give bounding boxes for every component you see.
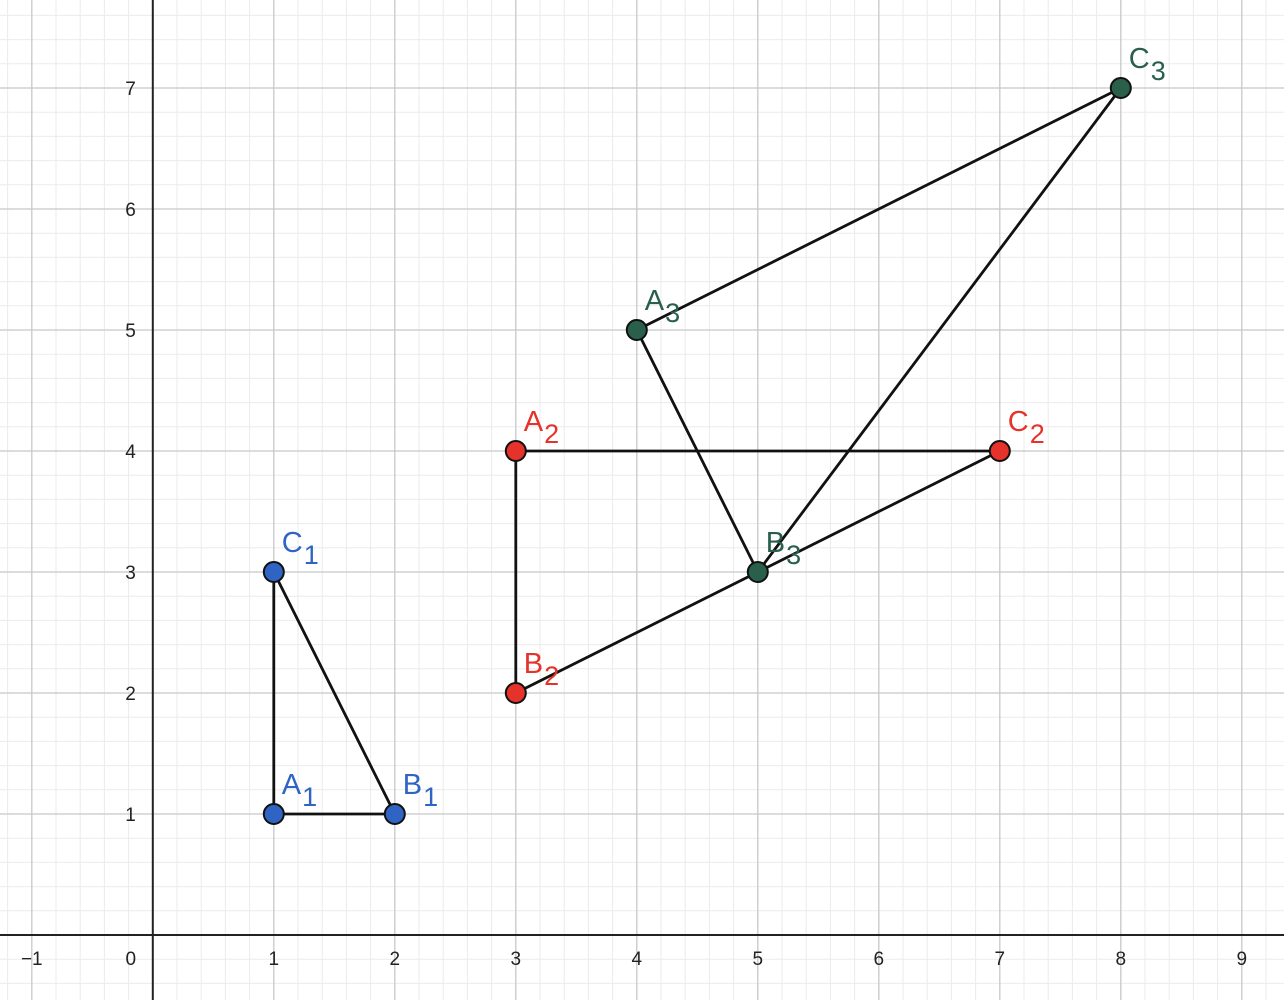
point-a1[interactable] xyxy=(262,803,285,825)
point-c3[interactable] xyxy=(1109,77,1132,99)
point-b1[interactable] xyxy=(383,803,406,825)
point-label-a2: A2 xyxy=(524,406,559,449)
segment-c3-a3[interactable] xyxy=(635,86,1123,332)
point-c2[interactable] xyxy=(988,440,1011,462)
point-label-c2: C2 xyxy=(1008,406,1045,449)
point-label-b1: B1 xyxy=(403,769,438,812)
x-tick-label: −1 xyxy=(21,949,43,970)
y-tick-label: 4 xyxy=(125,442,136,463)
x-tick-label: 8 xyxy=(1116,949,1127,970)
point-label-c1: C1 xyxy=(282,527,319,570)
x-tick-label: 7 xyxy=(995,949,1006,970)
y-tick-label: 5 xyxy=(125,321,136,342)
x-tick-label: 0 xyxy=(126,949,137,970)
triangle-points[interactable] xyxy=(262,77,1132,825)
y-tick-label: 3 xyxy=(125,563,136,584)
point-a3[interactable] xyxy=(625,319,648,341)
x-tick-label: 3 xyxy=(511,949,522,970)
x-tick-label: 2 xyxy=(390,949,401,970)
y-tick-label: 2 xyxy=(125,684,136,705)
point-c1[interactable] xyxy=(262,561,285,583)
point-label-a3: A3 xyxy=(645,285,680,328)
x-tick-label: 6 xyxy=(874,949,885,970)
point-b2[interactable] xyxy=(504,682,527,704)
point-label-a1: A1 xyxy=(282,769,317,812)
x-tick-label: 4 xyxy=(632,949,643,970)
y-tick-label: 7 xyxy=(125,79,136,100)
point-b3[interactable] xyxy=(746,561,769,583)
y-tick-label: 6 xyxy=(125,200,136,221)
triangle-segments xyxy=(272,86,1123,816)
point-label-b3: B3 xyxy=(766,527,801,570)
segment-b1-c1[interactable] xyxy=(272,570,397,816)
x-tick-label: 1 xyxy=(269,949,280,970)
y-tick-label: 1 xyxy=(125,805,136,826)
segment-a3-b3[interactable] xyxy=(635,328,760,574)
segment-b3-c3[interactable] xyxy=(756,86,1123,574)
x-tick-label: 9 xyxy=(1237,949,1248,970)
x-tick-label: 5 xyxy=(753,949,764,970)
point-a2[interactable] xyxy=(504,440,527,462)
point-label-b2: B2 xyxy=(524,648,559,691)
point-label-c3: C3 xyxy=(1129,43,1166,86)
tick-labels: −1 0 1 2 3 4 5 6 7 8 9 1 2 3 4 5 6 7 xyxy=(21,79,1247,970)
